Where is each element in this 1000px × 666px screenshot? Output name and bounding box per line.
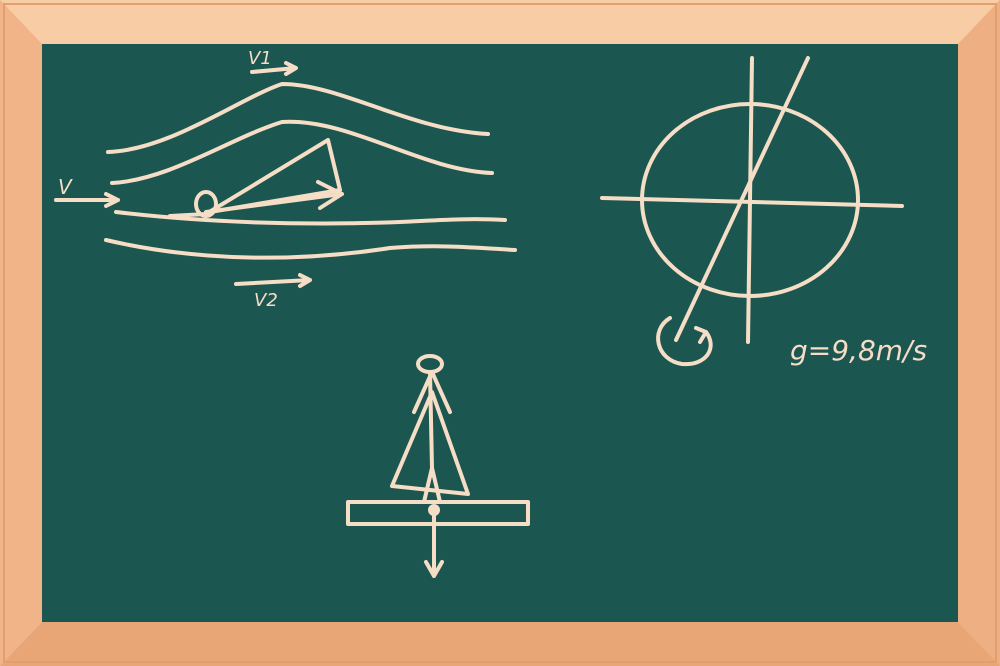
vertical-axis-line: [746, 56, 754, 344]
velocity-in-label: V: [58, 175, 73, 199]
wing-force-arrow-icon: [204, 180, 344, 214]
stick-figure-legs: [422, 466, 442, 504]
airflow-streamline-4: [104, 238, 517, 260]
downward-force-arrow-icon: [424, 510, 444, 578]
wing-shape: [168, 138, 342, 218]
rotation-arrow-icon: [656, 316, 713, 367]
airflow-streamline-1: [106, 82, 490, 154]
velocity-bottom-label: V2: [254, 290, 278, 311]
velocity-top-arrow-icon: [250, 61, 298, 76]
airflow-diagram: V V1 V2: [54, 48, 517, 311]
velocity-top-label: V1: [248, 48, 272, 69]
stick-figure-icon: [412, 370, 452, 470]
velocity-bottom-arrow-icon: [234, 273, 312, 288]
equator-line: [600, 196, 904, 208]
tilted-axis-line: [674, 56, 810, 342]
board-surface: [42, 44, 958, 622]
airflow-streamline-3: [114, 210, 507, 226]
beam-platform: [346, 500, 530, 526]
stick-figure-cone: [390, 390, 470, 496]
wing-pivot: [194, 190, 218, 218]
stick-figure-diagram: [346, 354, 530, 578]
globe-diagram: g=9,8m/s: [600, 56, 927, 367]
gravity-label: g=9,8m/s: [790, 334, 927, 367]
airflow-streamline-2: [110, 119, 494, 185]
velocity-in-arrow-icon: [54, 192, 120, 208]
